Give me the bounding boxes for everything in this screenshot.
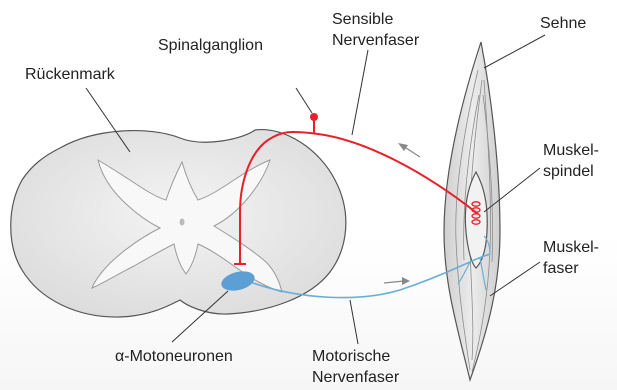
leader-sehne [484,35,545,68]
label-rueckenmark: Rückenmark [25,64,115,85]
label-alpha-motoneuronen: α-Motoneuronen [115,346,233,367]
label-sehne: Sehne [540,13,586,34]
label-muskelfaser: Muskel- faser [543,237,599,279]
label-muskelspindel: Muskel- spindel [543,140,599,182]
label-sensible-line2: Nervenfaser [332,30,419,51]
leader-spinalganglion [296,88,312,113]
label-sensible-nervenfaser: Sensible Nervenfaser [332,9,419,51]
label-muskelfaser-line1: Muskel- [543,237,599,258]
label-spinalganglion: Spinalganglion [158,35,263,56]
label-motorische-nervenfaser: Motorische Nervenfaser [312,346,399,388]
label-muskelfaser-line2: faser [543,258,599,279]
leader-sensible [352,50,368,135]
leader-motorische [350,300,358,344]
motor-direction-arrow [384,277,410,285]
label-motorische-line1: Motorische [312,346,399,367]
spinal-ganglion [310,113,318,121]
label-sensible-line1: Sensible [332,9,419,30]
central-canal [180,219,185,226]
label-muskelspindel-line2: spindel [543,161,599,182]
sensory-direction-arrow [398,143,420,157]
label-muskelspindel-line1: Muskel- [543,140,599,161]
label-motorische-line2: Nervenfaser [312,367,399,388]
